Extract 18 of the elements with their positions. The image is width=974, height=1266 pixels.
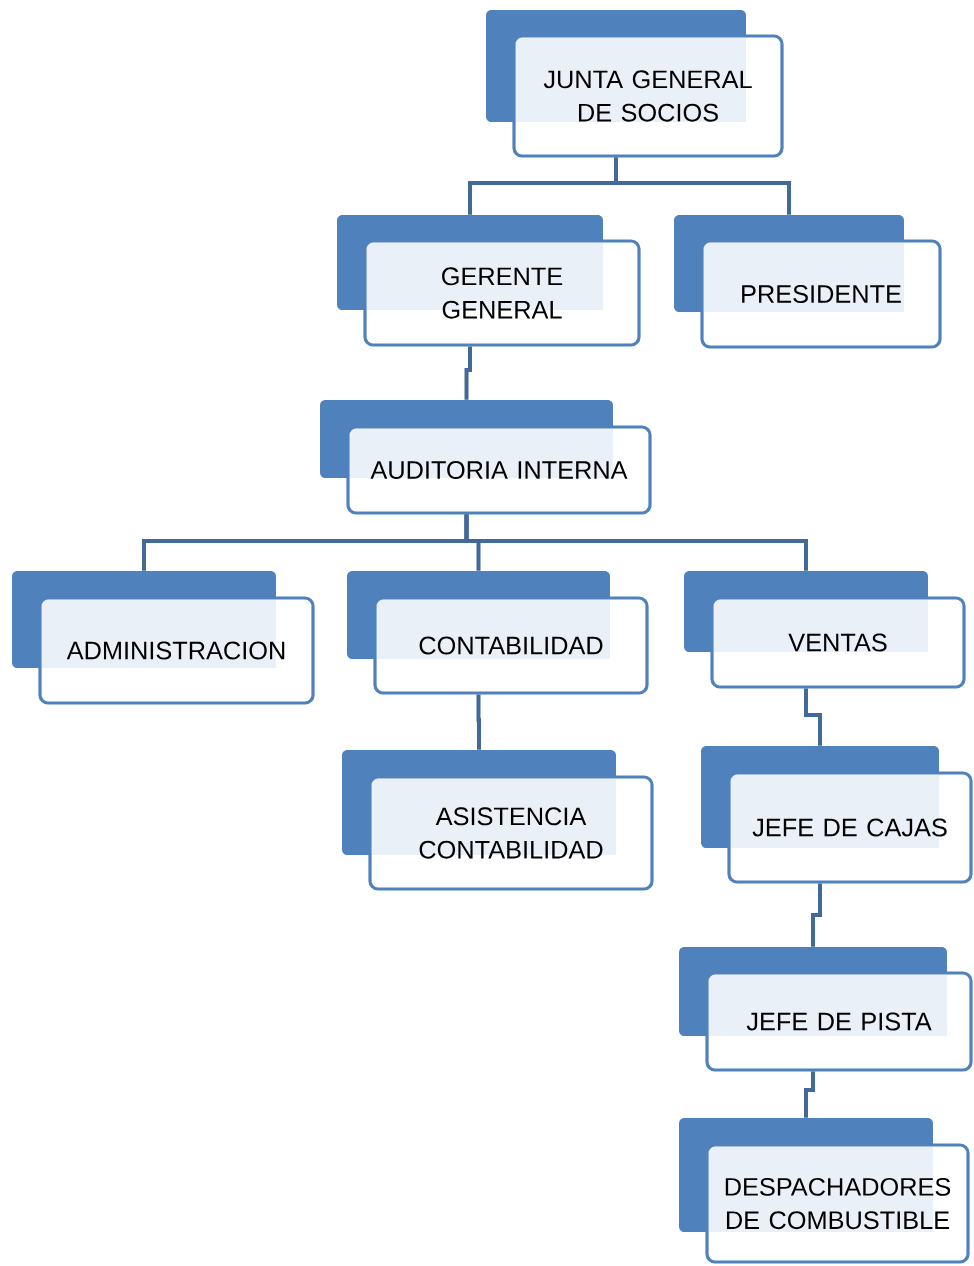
connector-line bbox=[804, 1071, 815, 1118]
connector-line bbox=[476, 694, 481, 750]
org-box: JUNTA GENERAL DE SOCIOS bbox=[486, 10, 784, 158]
connector-line bbox=[464, 346, 472, 400]
org-box: GERENTE GENERAL bbox=[337, 215, 641, 347]
org-box: VENTAS bbox=[684, 571, 966, 689]
connector-line bbox=[464, 514, 808, 571]
org-box: PRESIDENTE bbox=[674, 215, 942, 349]
org-box: ASISTENCIA CONTABILIDAD bbox=[342, 750, 654, 891]
org-box: JEFE DE CAJAS bbox=[701, 746, 973, 884]
org-box: AUDITORIA INTERNA bbox=[320, 400, 652, 515]
org-box: ADMINISTRACION bbox=[12, 571, 315, 705]
org-box: CONTABILIDAD bbox=[347, 571, 649, 695]
connector-line bbox=[614, 157, 791, 215]
org-box: DESPACHADORES DE COMBUSTIBLE bbox=[679, 1118, 970, 1264]
connector-line bbox=[811, 883, 822, 947]
org-box: JEFE DE PISTA bbox=[679, 947, 973, 1072]
connector-line bbox=[804, 688, 822, 746]
